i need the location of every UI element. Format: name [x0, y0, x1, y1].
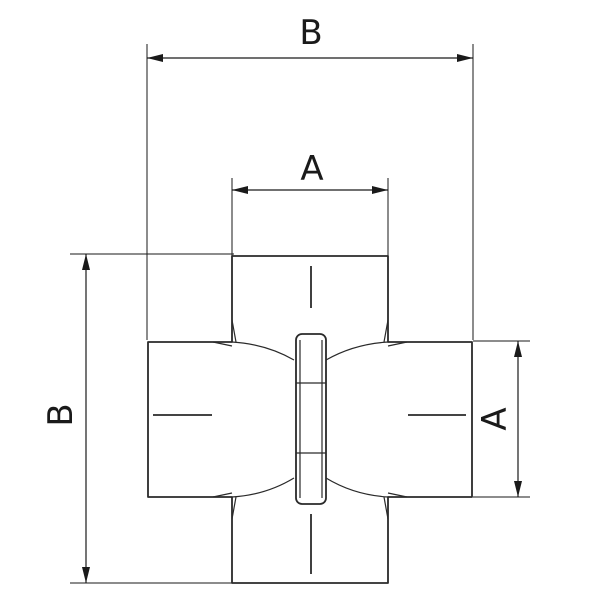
arrowhead-right: [457, 54, 473, 62]
dimension-overall-height: B: [41, 254, 90, 583]
arrowhead-left: [147, 54, 163, 62]
dimension-overall-width: B: [147, 13, 473, 62]
arrowhead-bottom: [514, 481, 522, 497]
extension-lines: [70, 44, 530, 584]
socket-edge: [231, 319, 237, 343]
saddle-curve-bottom: [231, 477, 389, 498]
socket-edge: [212, 492, 233, 498]
cross-fitting: [147, 255, 473, 584]
center-collar: [295, 333, 327, 505]
arrowhead-right: [372, 186, 388, 194]
label-overall-height: B: [41, 403, 81, 426]
label-inner-width: A: [300, 149, 323, 189]
arrowhead-top: [82, 254, 90, 270]
socket-edge: [387, 492, 408, 498]
label-overall-width: B: [299, 13, 322, 53]
dimension-inner-width: A: [232, 149, 388, 194]
socket-edge: [383, 319, 389, 343]
saddle-curve-top: [231, 341, 389, 361]
arrowhead-left: [232, 186, 248, 194]
socket-edge: [387, 341, 408, 347]
socket-edge: [212, 341, 233, 347]
socket-edge: [231, 496, 237, 520]
arrowhead-top: [514, 341, 522, 357]
label-inner-height: A: [475, 407, 515, 430]
arrowhead-bottom: [82, 567, 90, 583]
socket-edge: [383, 496, 389, 520]
dimension-inner-height: A: [475, 341, 522, 497]
